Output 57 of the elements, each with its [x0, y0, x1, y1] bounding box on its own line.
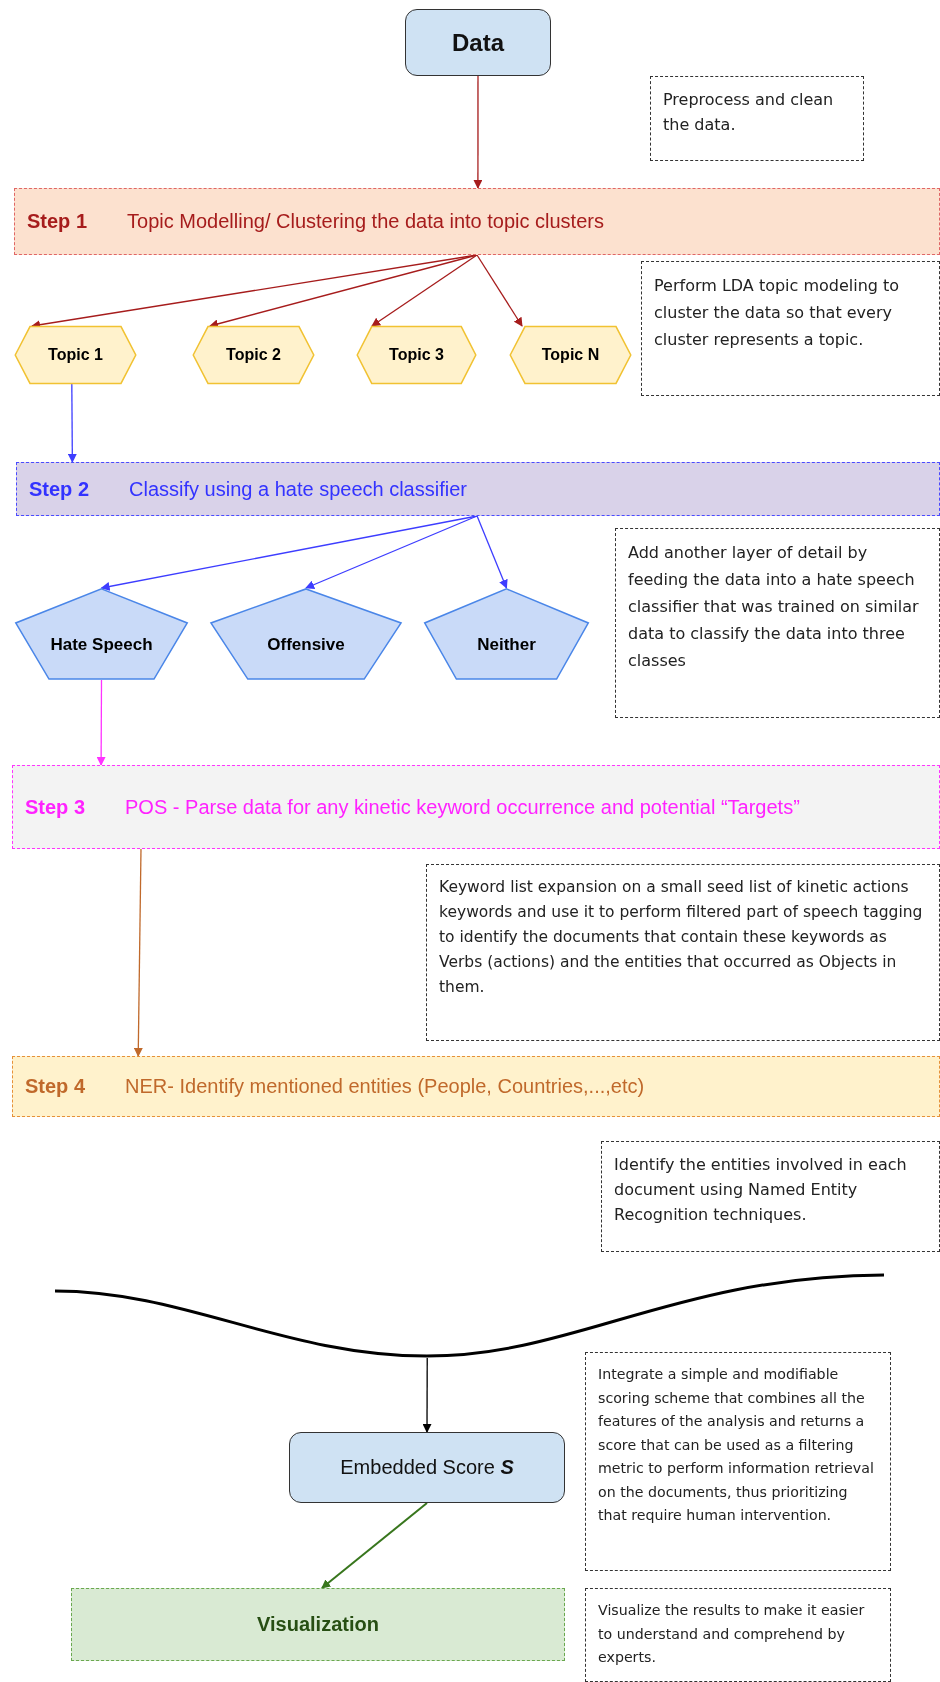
step-description: Topic Modelling/ Clustering the data into topic clusters — [127, 210, 604, 232]
step-band — [12, 1056, 940, 1117]
topic-hexagon — [14, 326, 137, 384]
node-label: Neither — [477, 635, 536, 655]
process-box — [71, 1588, 565, 1661]
arrow — [476, 254, 523, 327]
wave-line — [55, 1274, 884, 1358]
step-number: Step 2 — [29, 477, 90, 500]
step-number: Step 3 — [25, 795, 86, 818]
node-label: Offensive — [267, 635, 345, 655]
arrow — [371, 254, 478, 327]
step-description: POS - Parse data for any kinetic keyword occurrence and potential “Targets” — [125, 795, 800, 818]
node-label: Visualization — [257, 1613, 379, 1636]
step-band — [14, 188, 940, 255]
step-number: Step 4 — [25, 1075, 86, 1097]
note-box — [650, 76, 864, 161]
note-text: Identify the entities involved in each document using Named Entity Recognition techniques. — [614, 1154, 908, 1226]
note-text: Perform LDA topic modeling to cluster the data so that every cluster represents a topic. — [654, 275, 901, 351]
process-box — [405, 9, 551, 76]
note-box — [585, 1588, 891, 1682]
note-text: Add another layer of detail by feeding the data into a hate speech classifier that was trained on similar data to classify the data into three classes — [628, 542, 920, 672]
arrow — [305, 515, 478, 589]
arrow — [67, 383, 77, 463]
arrow — [133, 848, 143, 1057]
node-label: Hate Speech — [50, 635, 153, 655]
step-description: NER- Identify mentioned entities (People, Countries,...,etc) — [125, 1075, 645, 1097]
class-pentagon — [14, 588, 189, 680]
class-pentagon — [209, 588, 403, 680]
note-box — [426, 864, 940, 1041]
step-number: Step 1 — [27, 210, 88, 232]
node-label: Topic 2 — [226, 346, 281, 364]
node-label: Embedded Score S — [340, 1456, 514, 1479]
arrow — [96, 679, 106, 766]
topic-hexagon — [192, 326, 315, 384]
arrow — [422, 1357, 432, 1433]
arrow — [473, 75, 483, 189]
note-text: Preprocess and clean the data. — [663, 89, 835, 136]
note-text: Visualize the results to make it easier to understand and comprehend by experts. — [598, 1601, 866, 1667]
node-label: Data — [452, 28, 504, 57]
step-band — [16, 462, 940, 516]
arrow — [320, 1502, 428, 1589]
node-label: Topic 1 — [48, 346, 103, 364]
step-band — [12, 765, 940, 849]
step-description: Classify using a hate speech classifier — [129, 477, 467, 500]
node-label: Topic N — [541, 346, 600, 364]
note-box — [641, 261, 940, 396]
topic-hexagon — [509, 326, 632, 384]
topic-hexagon — [356, 326, 477, 384]
class-pentagon — [423, 588, 590, 680]
note-box — [585, 1352, 891, 1571]
node-label: Topic 3 — [389, 346, 444, 364]
note-text: Integrate a simple and modifiable scoring scheme that combines all the features of the analysis and returns a score that can be used as a filtering metric to perform information retrieval on the documents, thus prioritizing that require human intervention. — [598, 1365, 875, 1525]
note-box — [615, 528, 940, 718]
process-box — [289, 1432, 565, 1503]
arrow — [476, 515, 508, 589]
note-box — [601, 1141, 940, 1252]
note-text: Keyword list expansion on a small seed list of kinetic actions keywords and use it to perform filtered part of speech tagging to identify the documents that contain these keywords as Verbs (actions) and the entities that occurred as Objects in them. — [439, 877, 924, 998]
